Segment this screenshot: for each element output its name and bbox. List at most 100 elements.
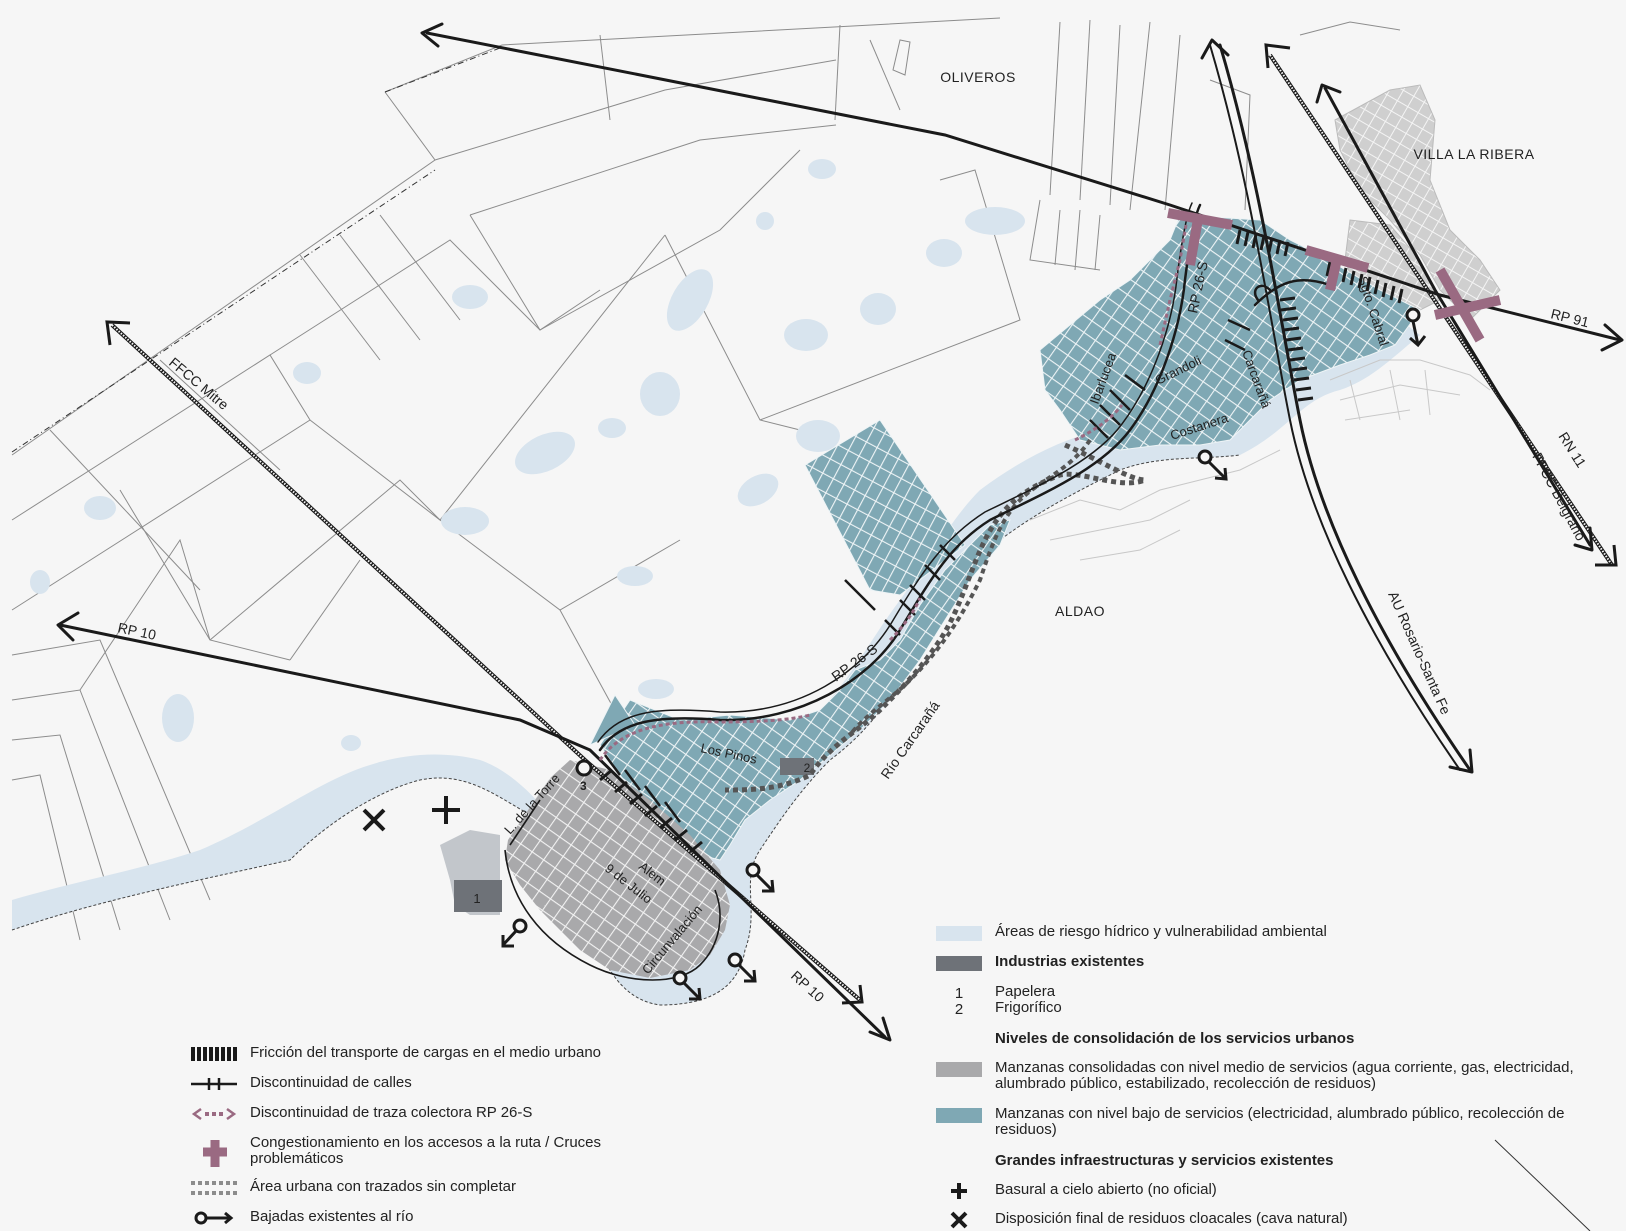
road-rp26s [598,203,1202,752]
industry-1-label: 1 [473,891,480,906]
sewage-icon [935,1211,983,1229]
water-risk-areas [12,159,1420,1005]
incomplete-grid-icon [190,1179,238,1197]
road-rp26s-b [597,202,1193,743]
river-carcarana-edge [11,454,1241,1006]
legend-label: Industrias existentes [995,953,1145,970]
legend-item-frigorifico: 2 Frigorífico [935,1000,1062,1018]
legend-label: Disposición final de residuos cloacales … [995,1210,1348,1227]
label-rio-carcarana: Río Carcarañá [877,698,942,782]
municipal-boundary [11,47,501,453]
river-access-icon-2 [1197,449,1228,481]
legend-label: Basural a cielo abierto (no oficial) [995,1181,1217,1198]
road-au-rosario-2 [1209,44,1461,771]
river-access-icon-5 [672,970,702,1001]
legend-item-collector: Discontinuidad de traza colectora RP 26-… [190,1105,532,1123]
industry-2-label: 2 [804,761,811,775]
circunvalacion-ring [504,799,721,981]
aldao-urban-outline [1029,359,1491,561]
street-discontinuity-icon [190,1075,238,1093]
legend-label: Discontinuidad de calles [250,1074,412,1091]
legend-services-head: Niveles de consolidación de los servicio… [995,1030,1355,1047]
incomplete-grid-outline-2 [848,438,1092,737]
legend-label: Fricción del transporte de cargas en el … [250,1044,602,1061]
cross-rp91 [1433,267,1502,343]
legend-label: Discontinuidad de traza colectora RP 26-… [250,1104,533,1121]
road-rp10-west [58,623,887,1039]
node-3-circle [575,759,593,777]
consolidated-swatch [935,1060,983,1078]
arrow-rn11-south-icon [1573,526,1594,552]
open-dump-icon [432,796,460,824]
industry-swatch [935,954,983,972]
label-rn11: RN 11 [1555,429,1589,470]
collector-discontinuity-icon [190,1105,238,1123]
legend-item-congestion: Congestionamiento en los accesos a la ru… [190,1135,670,1169]
street-discontinuity-marks [604,318,1251,823]
road-rn11 [1323,86,1592,547]
legend-label: Áreas de riesgo hídrico y vulnerabilidad… [995,923,1327,940]
place-villa-la-ribera: VILLA LA RIBERA [1413,146,1534,162]
river-access-icon-1 [1405,307,1427,348]
label-rp10-east: RP 10 [788,967,828,1005]
villa-la-ribera-blocks [1334,84,1501,321]
sewage-disposal-icon [362,808,386,832]
arrow-rp10-east-icon [868,1016,892,1042]
ffcc-belgrano-arrow-icon [1264,43,1291,69]
legend-label: Papelera [995,983,1056,1000]
legend-item-dump: Basural a cielo abierto (no oficial) [935,1182,1217,1200]
cross-rp26-north [1167,208,1233,266]
road-rp10-north [425,31,1622,342]
legend-label: Área urbana con trazados sin completar [250,1178,516,1195]
legend-label: Congestionamiento en los accesos a la ru… [250,1134,602,1167]
legend-item-low-service: Manzanas con nivel bajo de servicios (el… [935,1106,1585,1138]
arrow-rn11-north-icon [1315,83,1342,104]
ffcc-mitre-arrow-icon [105,320,131,346]
legend-item-river-access: Bajadas existentes al río [190,1209,413,1227]
legend-num: 2 [954,1000,964,1018]
road-rp91-interchange [1253,278,1332,307]
corner-line [1494,1139,1591,1231]
freight-friction-marks [599,229,1404,854]
cross-rp10-interchange [1304,245,1370,292]
legend-right: Áreas de riesgo hídrico y vulnerabilidad… [935,924,1595,1231]
legend-item-water: Áreas de riesgo hídrico y vulnerabilidad… [935,924,1327,942]
river-access-icon-3 [745,862,775,893]
friction-icon [190,1045,238,1063]
legend-label: Manzanas consolidadas con nivel medio de… [995,1059,1574,1092]
legend-infra-head: Grandes infraestructuras y servicios exi… [995,1152,1334,1169]
consolidated-blocks [505,760,730,978]
river-access-markers [501,307,1427,1001]
legend-item-sewage: Disposición final de residuos cloacales … [935,1211,1348,1229]
river-access-icon [190,1209,238,1227]
arrow-rp91-icon [1600,323,1624,352]
river-access-icon-6 [501,918,528,948]
arrow-rp10-west-icon [56,611,80,642]
road-arrows [56,22,1624,1042]
roads [58,31,1622,1039]
legend-item-friction: Fricción del transporte de cargas en el … [190,1045,601,1063]
place-aldao: ALDAO [1055,603,1105,619]
legend-left: Fricción del transporte de cargas en el … [190,1045,750,1231]
congestion-crosses [1167,208,1502,343]
place-oliveros: OLIVEROS [940,69,1016,85]
legend-item-consolidated: Manzanas consolidadas con nivel medio de… [935,1060,1585,1092]
node-3-label: 3 [580,779,587,793]
legend-item-street-discontinuity: Discontinuidad de calles [190,1075,412,1093]
arrow-rp10-north-icon [420,22,444,48]
legend-num: 1 [954,984,964,1002]
legend-label: Frigorífico [995,999,1062,1016]
arrow-au-north-icon [1200,38,1230,60]
collector-discontinuity [598,224,1188,761]
road-au-rosario [1218,43,1472,772]
arrow-au-south-icon [1448,748,1474,774]
industry-papelera [454,880,502,912]
label-rp10-west: RP 10 [116,619,157,643]
incomplete-grid-outline [724,442,1146,793]
legend-label: Bajadas existentes al río [250,1208,414,1225]
ffcc-belgrano-south-arrow-icon [1595,544,1618,567]
water-risk-swatch [935,924,983,942]
low-service-swatch [935,1106,983,1124]
river-access-icon-4 [727,952,757,983]
